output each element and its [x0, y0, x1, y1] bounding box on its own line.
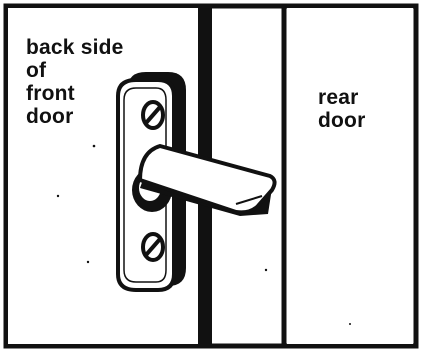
- bottom-screw: [141, 232, 165, 262]
- front-door-label: back side of front door: [26, 36, 124, 128]
- top-screw: [141, 100, 165, 130]
- latch-lever-arm: [138, 144, 277, 216]
- print-speckles: [56, 144, 351, 325]
- rear-door-panel: [287, 8, 413, 344]
- rear-door-label: rear door: [318, 86, 366, 132]
